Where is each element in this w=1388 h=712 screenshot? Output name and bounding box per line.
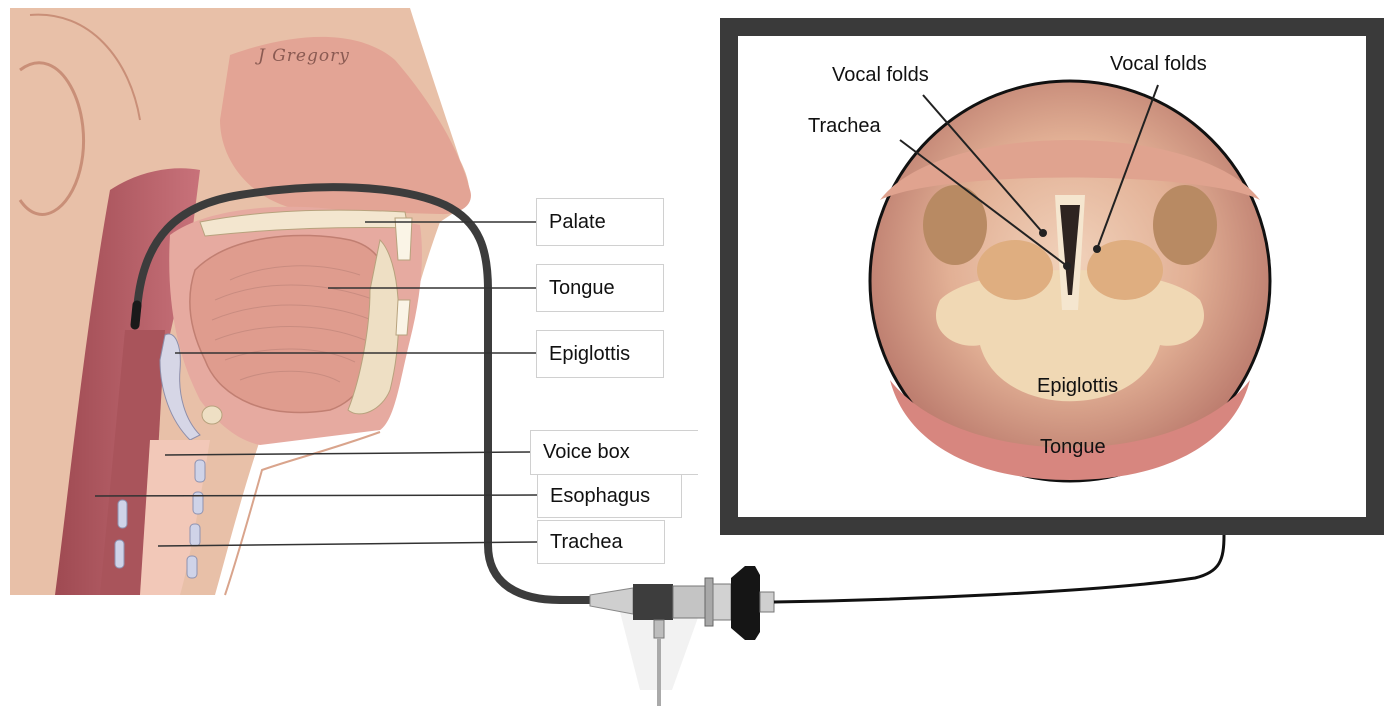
voice-box-cartilage <box>202 406 222 424</box>
light-post <box>657 638 661 706</box>
monitor-label-trachea: Trachea <box>808 115 881 138</box>
head-cross-section <box>10 8 471 595</box>
scope-cone <box>590 588 633 614</box>
label-trachea: Trachea <box>537 520 665 564</box>
left-arytenoid <box>977 240 1053 300</box>
label-epiglottis: Epiglottis <box>536 330 664 378</box>
scope-eyepiece <box>731 566 760 640</box>
scope-eyepiece-base <box>713 584 731 620</box>
scope-ring <box>705 578 713 626</box>
artist-signature: J Gregory <box>258 46 350 66</box>
label-voice-box: Voice box <box>530 430 698 475</box>
larynx-view <box>870 81 1270 481</box>
monitor-label-tongue: Tongue <box>1040 436 1106 459</box>
scope-connector <box>760 592 774 612</box>
endoscope-tip <box>135 305 137 325</box>
scope-body <box>633 584 673 620</box>
label-palate: Palate <box>536 198 664 246</box>
scope-collar <box>673 586 705 618</box>
right-recess <box>1153 185 1217 265</box>
label-tongue: Tongue <box>536 264 664 312</box>
monitor-label-vocal-folds-left: Vocal folds <box>832 64 929 87</box>
camera-cable <box>774 535 1224 602</box>
left-recess <box>923 185 987 265</box>
monitor-label-vocal-folds-right: Vocal folds <box>1110 53 1207 76</box>
endoscope-handpiece <box>590 566 774 706</box>
label-esophagus: Esophagus <box>537 474 682 518</box>
light-post-head <box>654 620 664 638</box>
monitor-label-epiglottis: Epiglottis <box>1037 375 1118 398</box>
